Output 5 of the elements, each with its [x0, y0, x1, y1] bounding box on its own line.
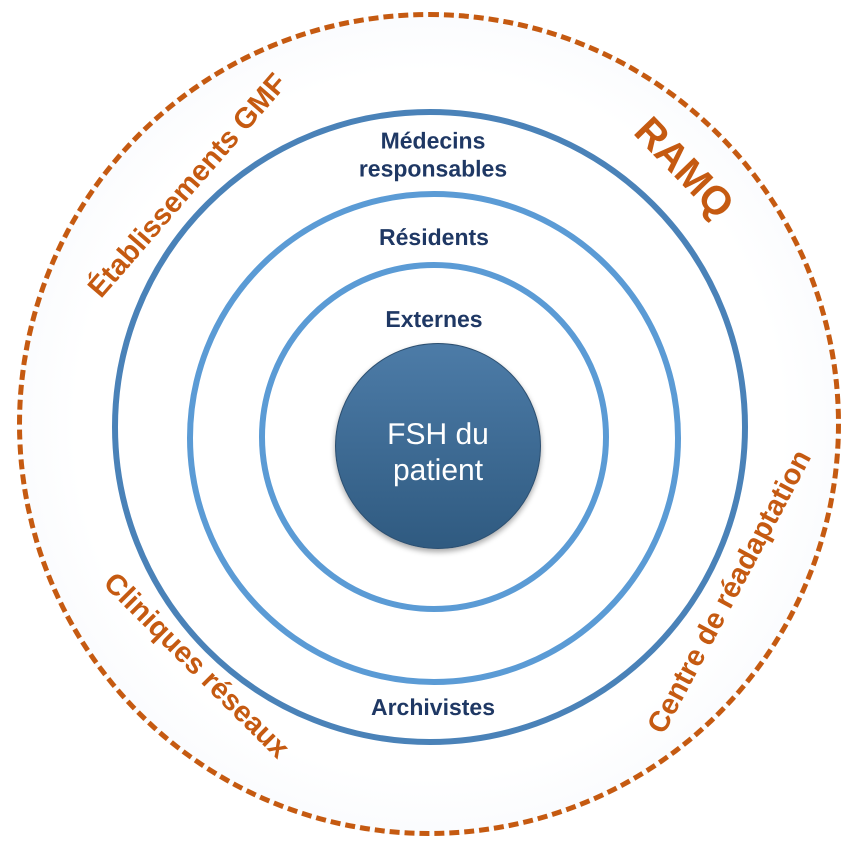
circle-label: Résidents	[378, 224, 490, 252]
circle-label: Archivistes	[370, 694, 496, 722]
circle-label: Externes	[384, 306, 484, 334]
circle-label: FSH du patient	[386, 417, 490, 489]
circle-label: Médecins responsables	[358, 127, 508, 183]
